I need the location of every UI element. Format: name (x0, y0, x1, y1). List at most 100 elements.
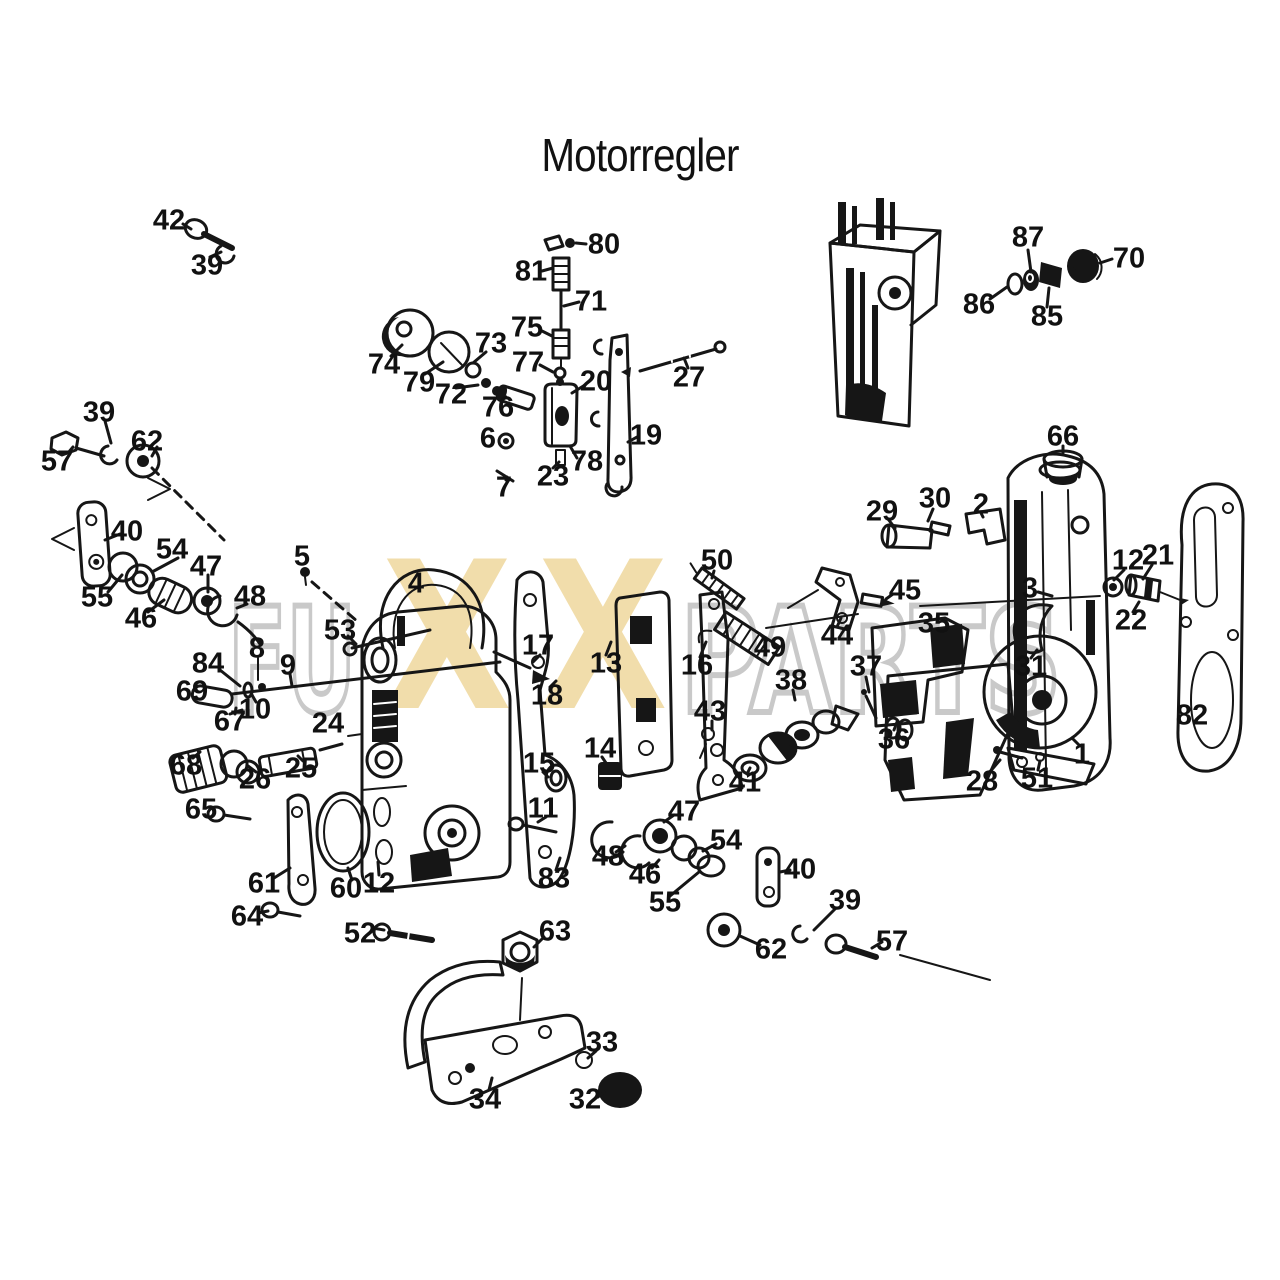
callout-87: 87 (1011, 221, 1045, 254)
left-hardware (49, 430, 262, 646)
callout-49: 49 (753, 631, 787, 664)
callout-65: 65 (184, 793, 218, 826)
pin-5-icon (300, 567, 310, 577)
callout-70: 70 (1112, 242, 1146, 275)
callout-48: 48 (591, 840, 625, 873)
callout-22: 22 (1114, 604, 1148, 637)
callout-25: 25 (284, 752, 318, 785)
callout-39: 39 (190, 249, 224, 282)
guide-marks (51, 466, 226, 551)
nut-63-icon (501, 930, 539, 973)
leader-lines (66, 222, 1154, 1099)
callout-13: 13 (589, 647, 623, 680)
pin-7-icon (495, 469, 515, 483)
callout-78: 78 (570, 445, 604, 478)
rear-cover (765, 452, 1112, 792)
callout-80: 80 (587, 228, 621, 261)
callout-19: 19 (629, 419, 663, 452)
callout-75: 75 (510, 311, 544, 344)
callout-77: 77 (511, 346, 545, 379)
callout-43: 43 (693, 695, 727, 728)
callout-71: 71 (574, 285, 608, 318)
callout-23: 23 (536, 460, 570, 493)
callout-15: 15 (522, 747, 556, 780)
flyweight-35 (861, 616, 1015, 802)
seal-set-86-87-85-70 (1006, 249, 1103, 296)
callout-4: 4 (407, 567, 425, 600)
links-29-30-2 (880, 507, 1007, 550)
callout-79: 79 (402, 366, 436, 399)
callout-44: 44 (820, 619, 854, 652)
callout-3: 3 (1021, 572, 1039, 605)
callout-54: 54 (155, 533, 189, 566)
callout-82: 82 (1175, 699, 1209, 732)
callout-9: 9 (279, 649, 297, 682)
callout-10: 10 (238, 693, 272, 726)
page-title: Motorregler (541, 129, 739, 181)
bolt-11-icon (521, 823, 558, 834)
callout-63: 63 (538, 915, 572, 948)
bottom-left-hw (206, 791, 435, 943)
callout-48: 48 (233, 580, 267, 613)
plate-13 (614, 590, 674, 778)
callout-20: 20 (579, 365, 613, 398)
callout-47: 47 (667, 795, 701, 828)
screw-stack (543, 234, 579, 466)
callout-81: 81 (514, 255, 548, 288)
callout-7: 7 (495, 471, 513, 504)
rod-53-icon (350, 628, 432, 650)
callout-30: 30 (918, 482, 952, 515)
spring-49 (697, 610, 782, 666)
callout-41: 41 (728, 766, 762, 799)
pin-17-icon (492, 650, 532, 670)
callout-1: 1 (1073, 738, 1091, 771)
callout-46: 46 (124, 602, 158, 635)
clip-23-icon (555, 449, 566, 466)
callout-31: 31 (1014, 650, 1048, 683)
bolt-45 (859, 592, 895, 608)
callout-83: 83 (537, 862, 571, 895)
callout-2: 2 (972, 488, 990, 521)
callout-40: 40 (783, 853, 817, 886)
lever-19 (590, 333, 633, 498)
lever-44 (787, 566, 860, 632)
shaded-cam-31 (1012, 603, 1054, 655)
callout-68: 68 (169, 749, 203, 782)
callout-28: 28 (965, 765, 999, 798)
callout-14: 14 (583, 732, 617, 765)
valve-68-25 (168, 733, 363, 794)
callout-54: 54 (709, 824, 743, 857)
callout-67: 67 (213, 705, 247, 738)
callout-85: 85 (1030, 300, 1064, 333)
callout-69: 69 (175, 675, 209, 708)
callout-57: 57 (875, 925, 909, 958)
callout-18: 18 (530, 679, 564, 712)
main-housing (300, 567, 512, 891)
callout-26: 26 (238, 763, 272, 796)
mount-40b (706, 846, 991, 981)
callout-37: 37 (849, 650, 883, 683)
strap-16 (696, 590, 744, 802)
bolt-21-22 (1102, 573, 1189, 605)
clip-39-icon (214, 244, 236, 265)
callout-51: 51 (1020, 762, 1054, 795)
callout-42: 42 (152, 204, 186, 237)
callout-32: 32 (568, 1083, 602, 1116)
callout-33: 33 (585, 1026, 619, 1059)
callout-53: 53 (323, 614, 357, 647)
callout-52: 52 (343, 917, 377, 950)
callout-16: 16 (680, 649, 714, 682)
callout-8: 8 (248, 632, 266, 665)
callout-34: 34 (468, 1083, 502, 1116)
callout-55: 55 (648, 886, 682, 919)
callout-74: 74 (367, 348, 401, 381)
rod-27 (621, 340, 727, 377)
rack-rod-9 (190, 657, 502, 716)
callout-11: 11 (527, 792, 559, 825)
callout-76: 76 (481, 391, 515, 424)
callout-64: 64 (230, 900, 264, 933)
callout-40: 40 (110, 515, 144, 548)
callout-6: 6 (479, 422, 497, 455)
